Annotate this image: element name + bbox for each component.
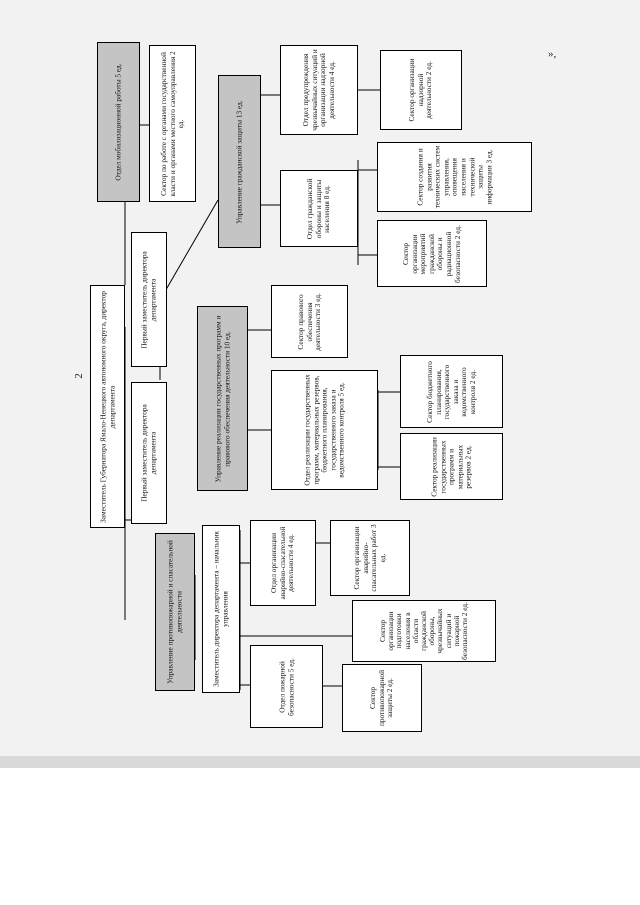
node-civil-defense-label: Отдел гражданской обороны и защиты насел… — [305, 178, 332, 239]
node-emergency-prevention: Отдел предупреждения чрезвычайных ситуац… — [280, 45, 358, 135]
corner-mark: », — [548, 48, 557, 60]
node-rescue-works: Сектор организации аварийно-спасательных… — [330, 520, 410, 596]
node-programs-dept: Отдел реализации государственных програм… — [271, 370, 378, 490]
node-fire-management: Управление противопожарной и спасательно… — [155, 533, 195, 691]
node-tech-systems-label: Сектор создания и развития технических с… — [414, 145, 493, 209]
node-fire-protection: Сектор противопожарной защиты 2 ед. — [342, 664, 422, 732]
node-mobilization-label: Отдел мобилизационной работы 5 ед. — [113, 63, 123, 181]
node-fire-safety-dept: Отдел пожарной безопасности 5 ед. — [250, 645, 323, 728]
node-reserves-sector: Сектор реализации государственных програ… — [400, 433, 503, 500]
node-budget-sector: Сектор бюджетного планирования, государс… — [400, 355, 503, 428]
node-supervision-sector-label: Сектор организации надзорной деятельност… — [407, 58, 434, 122]
page-number: 2 — [72, 373, 85, 379]
node-training-sector: Сектор организации подготовки населения … — [352, 600, 496, 662]
node-first-deputy-top-label: Первый заместитель директора департамент… — [139, 250, 157, 349]
node-supervision-sector: Сектор организации надзорной деятельност… — [380, 50, 462, 130]
node-director-label: Заместитель Губернатора Ямало-Ненецкого … — [97, 290, 116, 523]
node-rescue-dept: Отдел организации аварийно-спасательной … — [250, 520, 316, 606]
node-first-deputy-bottom-label: Первый заместитель директора департамент… — [139, 404, 157, 502]
node-defense-measures-label: Сектор организации мероприятий гражданск… — [400, 224, 462, 283]
node-director: Заместитель Губернатора Ямало-Ненецкого … — [90, 285, 125, 528]
node-civil-protection-label: Управление гражданской защиты 13 ед. — [234, 99, 244, 224]
node-gov-relations: Сектор по работе с органами государствен… — [149, 45, 196, 202]
node-civil-defense: Отдел гражданской обороны и защиты насел… — [280, 170, 358, 247]
node-reserves-sector-label: Сектор реализации государственных програ… — [429, 436, 473, 497]
node-civil-protection: Управление гражданской защиты 13 ед. — [218, 75, 261, 248]
node-training-sector-label: Сектор организации подготовки населения … — [377, 602, 469, 660]
node-rescue-works-label: Сектор организации аварийно-спасательных… — [351, 524, 387, 592]
node-defense-measures: Сектор организации мероприятий гражданск… — [377, 220, 487, 287]
node-state-programs: Управление реализации государственных пр… — [197, 306, 248, 491]
page-edge — [0, 756, 640, 768]
node-deputy-head-label: Заместитель директора департамента – нач… — [211, 531, 229, 687]
node-tech-systems: Сектор создания и развития технических с… — [377, 142, 532, 212]
node-fire-safety-dept-label: Отдел пожарной безопасности 5 ед. — [276, 657, 295, 716]
node-budget-sector-label: Сектор бюджетного планирования, государс… — [424, 360, 477, 423]
node-gov-relations-label: Сектор по работе с органами государствен… — [158, 50, 185, 197]
node-fire-protection-label: Сектор противопожарной защиты 2 ед. — [368, 670, 395, 727]
node-first-deputy-bottom: Первый заместитель директора департамент… — [131, 382, 167, 524]
node-mobilization: Отдел мобилизационной работы 5 ед. — [97, 42, 140, 202]
node-emergency-prevention-label: Отдел предупреждения чрезвычайных ситуац… — [300, 49, 336, 131]
node-state-programs-label: Управление реализации государственных пр… — [212, 315, 231, 482]
node-deputy-head: Заместитель директора департамента – нач… — [202, 525, 240, 693]
node-legal-sector: Сектор правового обеспечения деятельност… — [271, 285, 348, 358]
node-first-deputy-top: Первый заместитель директора департамент… — [131, 232, 167, 367]
node-fire-management-label: Управление противопожарной и спасательно… — [165, 540, 183, 684]
node-legal-sector-label: Сектор правового обеспечения деятельност… — [295, 292, 322, 351]
node-programs-dept-label: Отдел реализации государственных програм… — [302, 374, 346, 486]
node-rescue-dept-label: Отдел организации аварийно-спасательной … — [269, 526, 296, 600]
